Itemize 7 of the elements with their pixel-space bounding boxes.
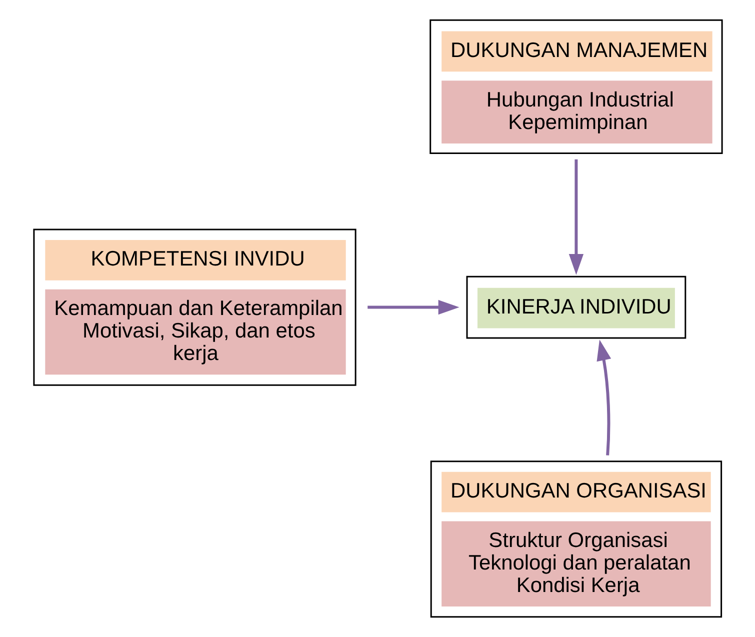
node-box: KINERJA INDIVIDU [466, 276, 686, 339]
arrow [568, 159, 584, 275]
node-box: DUKUNGAN MANAJEMEN Hubungan Industrial Kepemimpinan [429, 19, 722, 154]
node-box: DUKUNGAN ORGANISASI Struktur Organisasi Teknologi dan peralatan Kondisi Kerja [430, 460, 722, 618]
node-box: KOMPETENSI INVIDU Kemampuan dan Keterampilan Motivasi, Sikap, dan etos kerja [32, 228, 356, 386]
arrow [596, 340, 611, 456]
arrow [367, 300, 459, 315]
